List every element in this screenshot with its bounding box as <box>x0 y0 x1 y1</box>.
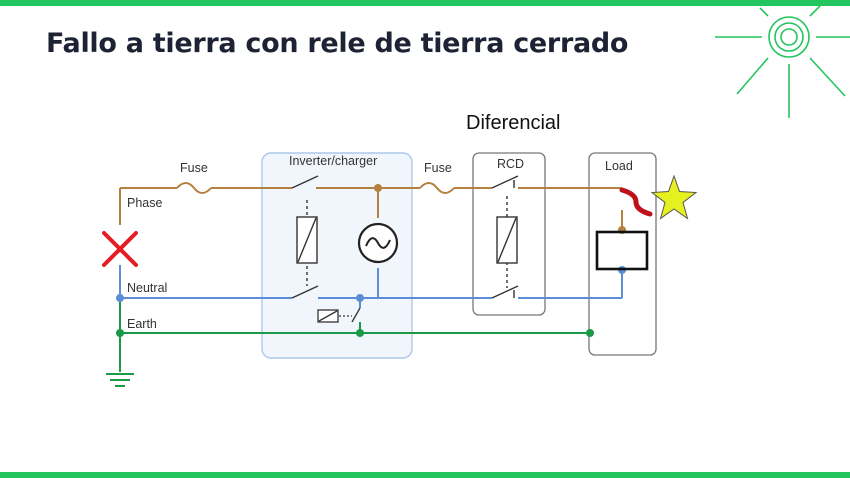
neutral-wire <box>119 265 623 308</box>
phase-wire <box>119 182 623 232</box>
fuse-label-1: Fuse <box>180 161 208 175</box>
load-element <box>595 230 649 271</box>
earth-junction-left <box>116 329 124 337</box>
neutral-junction-inverter <box>356 294 364 302</box>
rcd-box <box>472 152 546 316</box>
top-accent-bar <box>0 0 850 6</box>
inverter-label: Inverter/charger <box>289 154 377 168</box>
fuse-label-2: Fuse <box>424 161 452 175</box>
fault-wire <box>619 187 653 217</box>
phase-junction <box>374 184 382 192</box>
earth-relay-icon <box>317 307 361 323</box>
neutral-label: Neutral <box>127 281 167 295</box>
bottom-accent-bar <box>0 472 850 478</box>
slide-title: Fallo a tierra con rele de tierra cerrad… <box>46 28 629 59</box>
earth-label: Earth <box>127 317 157 331</box>
inverter-switches <box>291 175 319 299</box>
inverter-box <box>261 152 413 359</box>
rcd-label: RCD <box>497 157 524 171</box>
fault-star-icon <box>650 174 698 220</box>
earth-junction-inverter <box>356 329 364 337</box>
sun-icon <box>715 5 850 118</box>
ac-source-icon <box>357 222 399 264</box>
load-box <box>588 152 657 356</box>
phase-label: Phase <box>127 196 162 210</box>
diferencial-caption: Diferencial <box>466 112 561 134</box>
neutral-junction-left <box>116 294 124 302</box>
fault-cross-icon <box>102 231 138 267</box>
earth-junction-load <box>586 329 594 337</box>
load-label: Load <box>605 159 633 173</box>
rcd-switches <box>491 175 519 299</box>
